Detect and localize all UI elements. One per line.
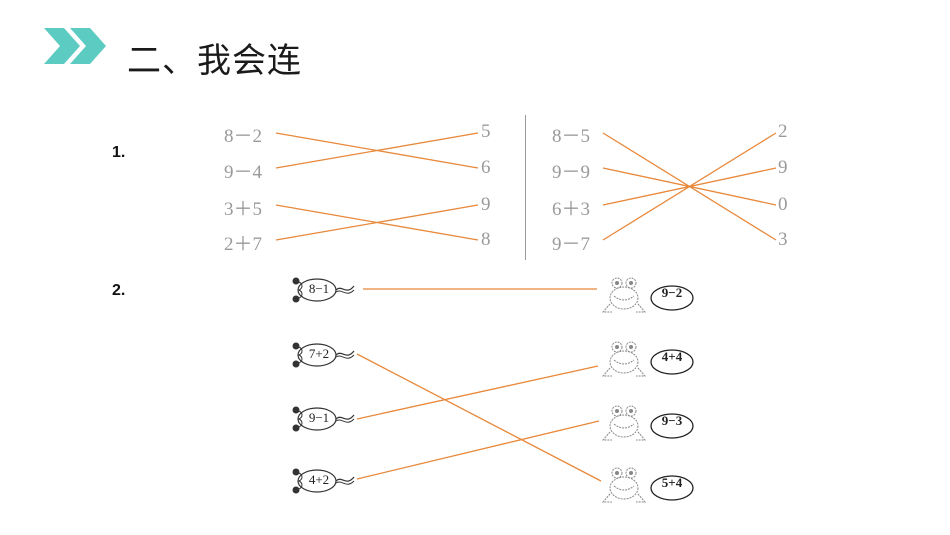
tadpole-card: 4+2 [290,465,356,497]
double-chevron-right-icon [44,28,106,64]
tadpole-label: 8−1 [308,281,330,296]
match-line [602,167,777,206]
q1-left-expression: 9－4 [224,162,263,183]
q1-right-expression: 8－5 [552,126,591,147]
q1-right-answer: 0 [778,194,788,215]
tadpole-icon [292,277,355,303]
frog-label: 9−2 [661,285,683,300]
tadpole-card: 7+2 [290,339,356,371]
match-line [275,132,479,169]
tadpole-card: 8−1 [290,274,356,306]
q1-left-expression: 2＋7 [224,234,263,255]
frog-label: 5+4 [661,475,683,490]
q1-right-answer: 3 [778,229,788,250]
frog-label: 4+4 [661,349,683,364]
q1-left-answer: 8 [481,229,491,250]
match-line [602,167,777,206]
match-line [602,132,777,241]
frog-icon [601,405,694,441]
q1-left-expression: 3＋5 [224,199,263,220]
page-title: 二、我会连 [127,41,302,81]
tadpole-label: 9−1 [308,410,330,425]
tadpole-icon [292,342,355,368]
q1-right-expression: 9－9 [552,162,591,183]
frog-card: 9−2 [600,274,696,318]
question-2-number: 2. [112,282,126,299]
frog-card: 5+4 [600,464,696,508]
q1-right-expression: 9－7 [552,234,591,255]
q1-right-answer: 9 [778,157,788,178]
frog-icon [601,277,694,313]
q1-left-answer: 6 [481,157,491,178]
match-line [356,353,602,482]
q1-right-expression: 6＋3 [552,199,591,220]
q1-left-answer: 5 [481,121,491,142]
match-line [275,204,479,241]
match-line [602,132,777,241]
match-line [356,420,600,480]
tadpole-icon [292,406,355,432]
q1-left-answer: 9 [481,194,491,215]
frog-label: 9−3 [661,413,683,428]
section-divider [525,115,526,260]
match-line [275,204,479,241]
tadpole-label: 7+2 [308,346,330,361]
frog-card: 4+4 [600,338,696,382]
q1-right-answer: 2 [778,121,788,142]
question-1-number: 1. [112,144,126,161]
frog-card: 9−3 [600,402,696,446]
match-line [356,365,599,420]
match-line [275,132,479,169]
frog-icon [601,467,694,503]
tadpole-label: 4+2 [308,472,330,487]
q1-left-expression: 8－2 [224,126,263,147]
tadpole-icon [292,468,355,494]
frog-icon [601,341,694,377]
tadpole-card: 9−1 [290,403,356,435]
